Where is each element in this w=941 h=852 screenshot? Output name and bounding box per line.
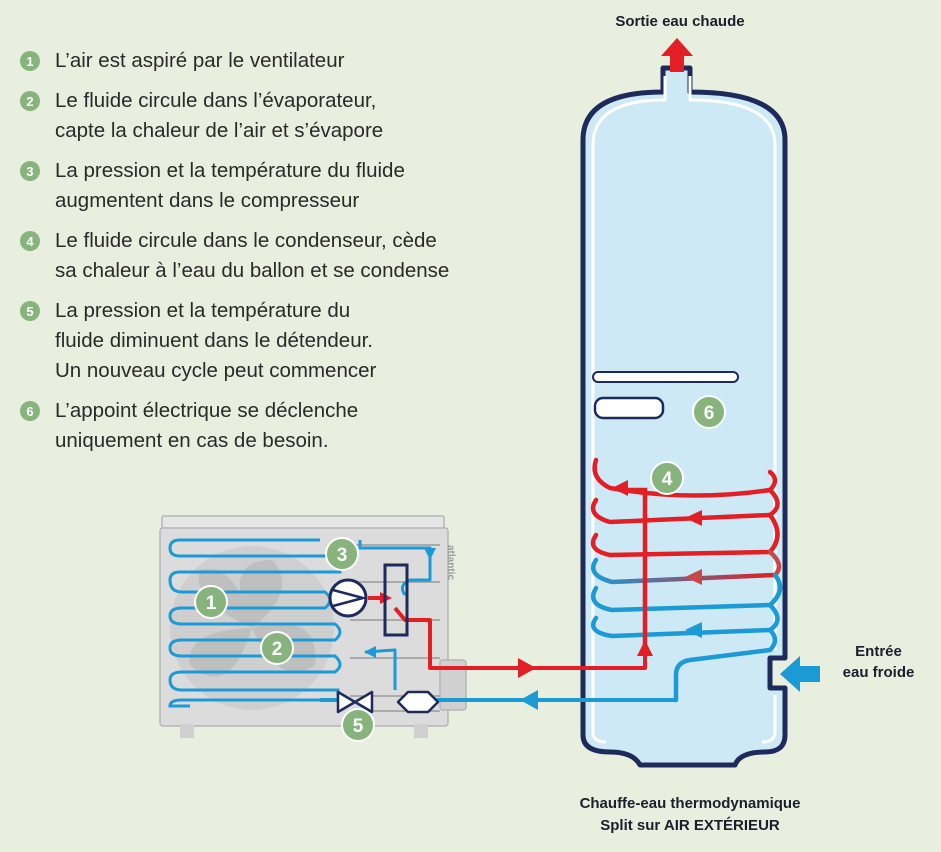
step-text: La pression et la température du fluide … [55, 159, 405, 212]
condenser-coil [590, 457, 783, 703]
marker-3: 3 [337, 545, 348, 566]
marker-6: 6 [704, 403, 715, 424]
tank-body [580, 65, 788, 768]
step-2: 2 Le fluide circule dans l’évaporateur, … [20, 86, 383, 146]
cold-inlet-arrow [780, 656, 820, 692]
step-text: Le fluide circule dans l’évaporateur, ca… [55, 89, 384, 142]
step-badge: 5 [20, 301, 40, 321]
step-text: La pression et la température du fluide … [55, 299, 377, 382]
step-4: 4 Le fluide circule dans le condenseur, … [20, 226, 449, 286]
marker-4: 4 [662, 469, 673, 490]
filter-icon [396, 690, 440, 714]
line-flow-arrows [364, 548, 538, 710]
valve-block-icon [383, 563, 409, 637]
evaporator-coil [168, 538, 342, 708]
brand-logo: atlantic [445, 545, 456, 580]
tank-inner-wall [591, 76, 667, 744]
step-badge: 3 [20, 161, 40, 181]
step-text: Le fluide circule dans le condenseur, cè… [55, 229, 450, 282]
step-badge: 4 [20, 231, 40, 251]
step-badge: 6 [20, 401, 40, 421]
step-1: 1 L’air est aspiré par le ventilateur [20, 46, 344, 76]
diagram-markers: 1 2 3 4 5 6 [194, 395, 726, 742]
hot-water-out-label: Sortie eau chaude [615, 13, 745, 30]
step-text: L’appoint électrique se déclenche unique… [55, 399, 359, 452]
heating-element-body [593, 396, 665, 420]
marker-1: 1 [206, 593, 217, 614]
step-5: 5 La pression et la température du fluid… [20, 296, 376, 386]
caption-line-1: Chauffe-eau thermodynamique [579, 795, 801, 812]
step-6: 6 L’appoint électrique se déclenche uniq… [20, 396, 358, 456]
marker-2: 2 [272, 639, 283, 660]
cold-water-in-label: Entrée eau froide [842, 643, 915, 681]
hot-outlet-arrow [661, 38, 693, 72]
expansion-valve-icon [336, 690, 374, 714]
step-badge: 1 [20, 51, 40, 71]
step-badge: 2 [20, 91, 40, 111]
heating-element-rod [592, 371, 739, 383]
marker-5: 5 [353, 716, 364, 737]
compressor-icon [328, 578, 368, 618]
caption-line-2: Split sur AIR EXTÉRIEUR [600, 817, 780, 834]
step-3: 3 La pression et la température du fluid… [20, 156, 405, 216]
step-text: L’air est aspiré par le ventilateur [55, 49, 345, 72]
water-tank [580, 38, 788, 768]
